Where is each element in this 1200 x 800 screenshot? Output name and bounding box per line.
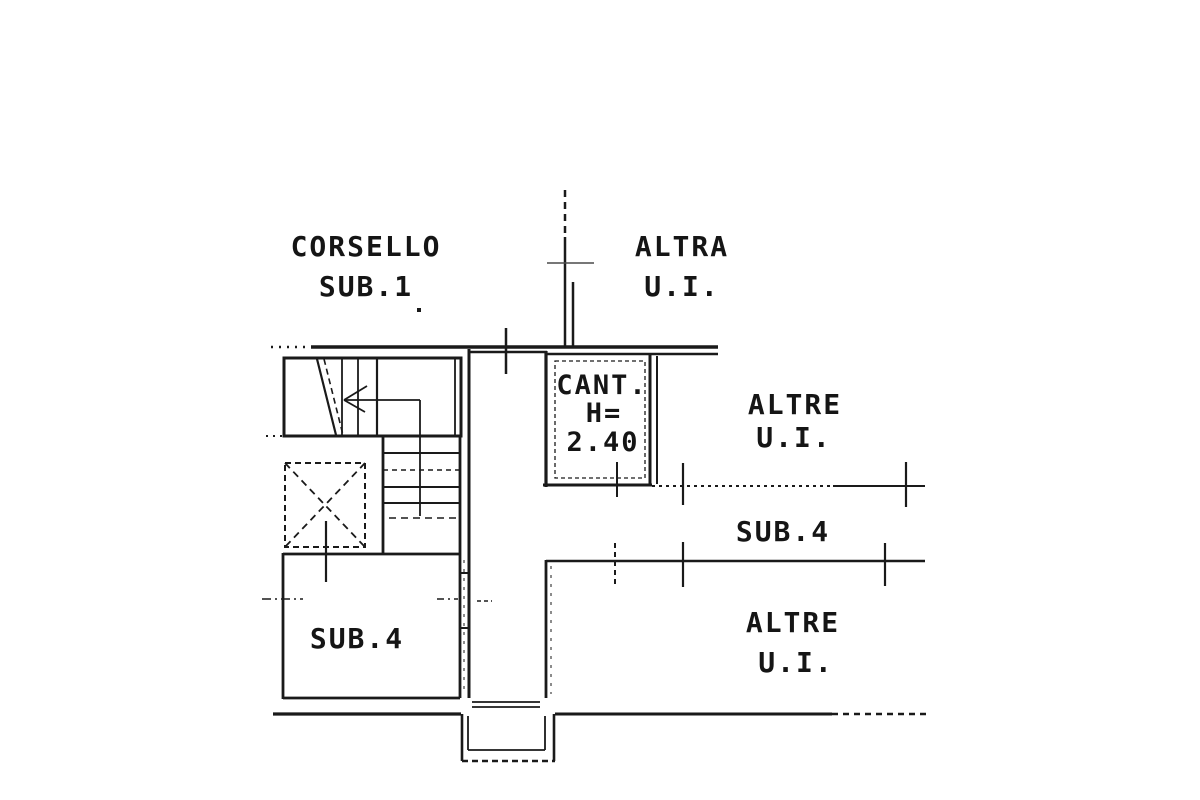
stair-room xyxy=(266,356,463,516)
stair-treads-upper xyxy=(315,358,379,436)
upper-boundary-line xyxy=(504,190,594,374)
entrance-vestibule xyxy=(460,714,556,763)
label-sub4-strip: SUB.4 xyxy=(736,515,830,548)
label-altre-upper-ui: U.I. xyxy=(756,421,831,454)
label-corsello: CORSELLO xyxy=(291,230,442,263)
sub4-room-walls xyxy=(281,436,469,700)
stair-direction-arrow xyxy=(343,385,421,516)
label-corsello-sub1: SUB.1 xyxy=(319,270,413,303)
shaft-x-box xyxy=(284,462,366,582)
label-cant: CANT. xyxy=(556,370,647,401)
labels: CORSELLO SUB.1 ALTRA U.I. CANT. H= 2.40 … xyxy=(291,230,842,679)
section-line-marks xyxy=(262,308,492,602)
upper-right-boundary xyxy=(616,462,925,507)
stair-flight xyxy=(381,436,460,553)
top-boundary-wall xyxy=(271,345,718,356)
label-altra-ui: U.I. xyxy=(644,270,719,303)
corridor-walls xyxy=(463,349,552,708)
label-sub4-room: SUB.4 xyxy=(310,622,404,655)
label-cant-height-value: 2.40 xyxy=(566,427,639,458)
label-altre-lower-ui: U.I. xyxy=(758,646,833,679)
label-cant-h: H= xyxy=(586,398,623,429)
label-altre-lower: ALTRE xyxy=(746,606,840,639)
label-altre-upper: ALTRE xyxy=(748,388,842,421)
label-altra: ALTRA xyxy=(635,230,729,263)
cantina-room-walls xyxy=(543,353,658,487)
stray-dot xyxy=(417,308,421,312)
sub4-strip-boundary xyxy=(546,542,925,588)
